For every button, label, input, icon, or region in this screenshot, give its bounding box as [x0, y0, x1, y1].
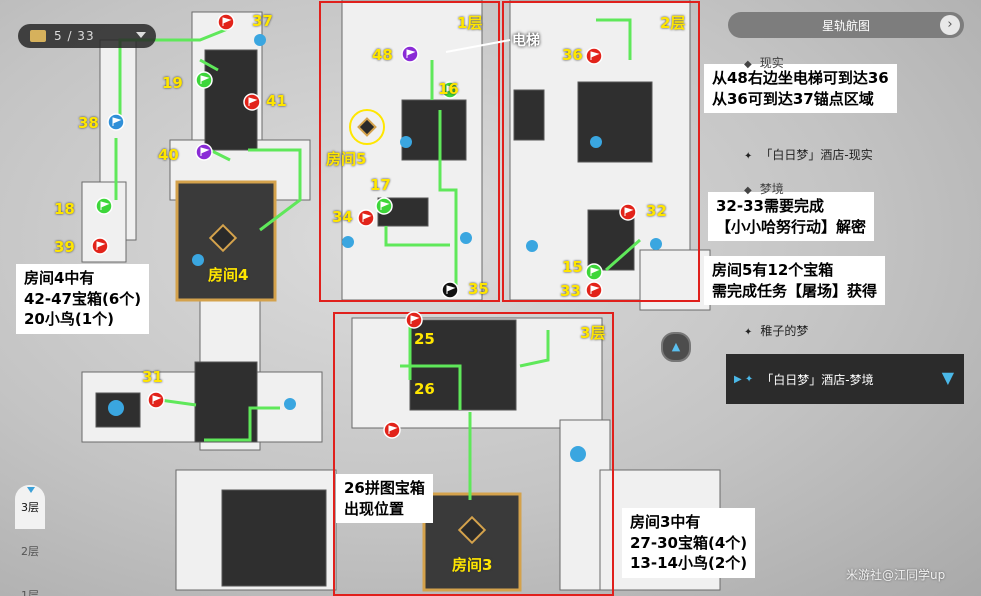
floor-button-2[interactable]: 2层 — [21, 545, 39, 558]
flag-icon — [222, 17, 232, 26]
flag-icon — [406, 49, 416, 58]
note-puzzle: 32-33需要完成 【小小哈努行动】解密 — [708, 192, 875, 242]
panel-item-childs-dream[interactable]: ✦稚子的梦 — [744, 324, 809, 338]
floor-label-1: 1层 — [457, 14, 483, 32]
flag-icon — [590, 267, 600, 276]
note-jigsaw: 26拼图宝箱 出现位置 — [336, 474, 433, 524]
panel-title: 星轨航图 — [821, 18, 870, 33]
panel-item-hotel-dreamscape[interactable]: ▶ ✦ 「白日梦」酒店-梦境 ▼ — [726, 354, 964, 404]
flag-icon — [590, 285, 600, 294]
marker-number: 33 — [560, 282, 581, 300]
flag-icon — [100, 201, 110, 210]
caret-up-icon — [27, 487, 35, 493]
anchor-icons — [108, 34, 662, 462]
marker-number: 19 — [162, 74, 183, 92]
flag-icon — [200, 147, 210, 156]
marker-number: 40 — [158, 146, 179, 164]
marker-number: 17 — [370, 176, 391, 194]
panel-category-reality[interactable]: ◆现实 — [744, 56, 784, 70]
marker-number: 38 — [78, 114, 99, 132]
note-room5: 房间5有12个宝箱 需完成任务【屠场】获得 — [704, 256, 886, 306]
flag-icon — [248, 97, 258, 106]
note-room3: 房间3中有 27-30宝箱(4个) 13-14小鸟(2个) — [622, 508, 756, 579]
floor-selector[interactable]: 3层 2层 1层 — [15, 485, 45, 596]
chest-count: 5 / 33 — [54, 29, 95, 43]
floor-frames — [319, 1, 700, 596]
flag-icon — [624, 207, 634, 216]
marker-number: 37 — [252, 12, 273, 30]
category-icon: ◆ — [744, 185, 752, 196]
flag-icon — [200, 75, 210, 84]
flag-icon — [380, 201, 390, 210]
marker-number: 36 — [562, 46, 583, 64]
flag-icon — [362, 213, 372, 222]
marker-number: 41 — [266, 92, 287, 110]
panel-item-hotel-reality[interactable]: ✦「白日梦」酒店-现实 — [744, 148, 873, 162]
elevator-label: 电梯 — [512, 33, 540, 49]
map-rooms — [95, 49, 653, 592]
marker-number: 35 — [468, 280, 489, 298]
note-room4: 房间4中有 42-47宝箱(6个) 20小鸟(1个) — [16, 264, 150, 335]
marker-number: 48 — [372, 46, 393, 64]
flag-icon — [446, 285, 456, 294]
chevron-down-icon[interactable]: ▼ — [941, 368, 954, 387]
flag-icon — [152, 395, 162, 404]
map-markers — [91, 13, 637, 439]
floor-button-1[interactable]: 1层 — [21, 589, 39, 596]
watermark: 米游社@江同学up — [846, 568, 946, 582]
recenter-button[interactable]: ▲ — [661, 332, 691, 362]
chevron-down-icon[interactable] — [136, 32, 146, 38]
selected-marker-icon: ▶ ✦ — [734, 373, 754, 385]
marker-number: 25 — [414, 330, 435, 348]
note-elevator: 从48右边坐电梯可到达36 从36可到达37锚点区域 — [704, 64, 897, 114]
room-label-3: 房间3 — [452, 556, 493, 574]
marker-number: 15 — [562, 258, 583, 276]
flag-icon — [388, 425, 398, 434]
flag-icon — [96, 241, 106, 250]
chevron-right-icon[interactable]: › — [940, 15, 960, 35]
chest-icon — [30, 30, 46, 42]
marker-number: 26 — [414, 380, 435, 398]
room-label-5: 房间5 — [326, 150, 367, 168]
marker-number: 39 — [54, 238, 75, 256]
star-rail-map-button[interactable]: 星轨航图 › — [728, 12, 964, 38]
marker-number: 32 — [646, 202, 667, 220]
marker-number: 18 — [54, 200, 75, 218]
chest-counter[interactable]: 5 / 33 — [18, 24, 156, 48]
flag-icon — [590, 51, 600, 60]
marker-number: 31 — [142, 368, 163, 386]
flag-icon — [446, 85, 456, 94]
floor-label-2: 2层 — [660, 14, 686, 32]
marker-number: 34 — [332, 208, 353, 226]
flag-icon — [112, 117, 122, 126]
route-arrows — [114, 18, 641, 500]
flag-icon — [410, 315, 420, 324]
location-icon: ✦ — [744, 327, 753, 338]
room-label-4: 房间4 — [208, 266, 249, 284]
floor-label-3: 3层 — [580, 324, 606, 342]
location-icon: ✦ — [744, 151, 753, 162]
panel-category-dream[interactable]: ◆梦境 — [744, 182, 784, 196]
room-icons — [208, 109, 487, 545]
marker-number: 16 — [438, 80, 459, 98]
category-icon: ◆ — [744, 59, 752, 70]
